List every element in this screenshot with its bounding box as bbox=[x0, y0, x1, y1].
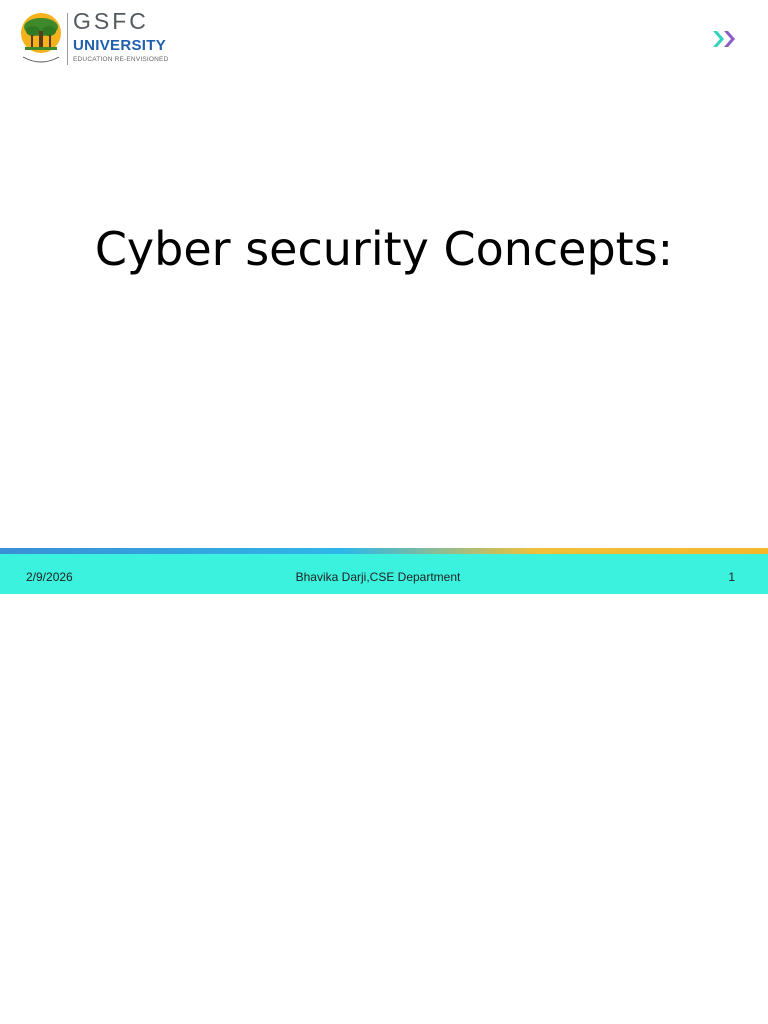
double-chevron-right-icon[interactable] bbox=[711, 28, 739, 50]
banyan-tree-icon bbox=[21, 13, 61, 63]
slide-title: Cyber security Concepts: bbox=[94, 222, 674, 276]
university-logo: GSFC UNIVERSITY EDUCATION RE-ENVISIONED bbox=[17, 5, 168, 71]
logo-name-gsfc: GSFC bbox=[73, 8, 149, 34]
logo-tagline: EDUCATION RE-ENVISIONED bbox=[73, 56, 169, 63]
footer-accent-bar bbox=[0, 548, 768, 554]
logo-name-university: UNIVERSITY bbox=[73, 37, 167, 54]
slide-footer: 2/9/2026 Bhavika Darji,CSE Department 1 bbox=[0, 554, 768, 594]
logo-divider bbox=[67, 13, 68, 65]
slide: GSFC UNIVERSITY EDUCATION RE-ENVISIONED … bbox=[0, 5, 768, 594]
footer-date: 2/9/2026 bbox=[26, 570, 73, 584]
footer-author: Bhavika Darji,CSE Department bbox=[295, 570, 461, 584]
footer-page-number: 1 bbox=[728, 570, 735, 584]
